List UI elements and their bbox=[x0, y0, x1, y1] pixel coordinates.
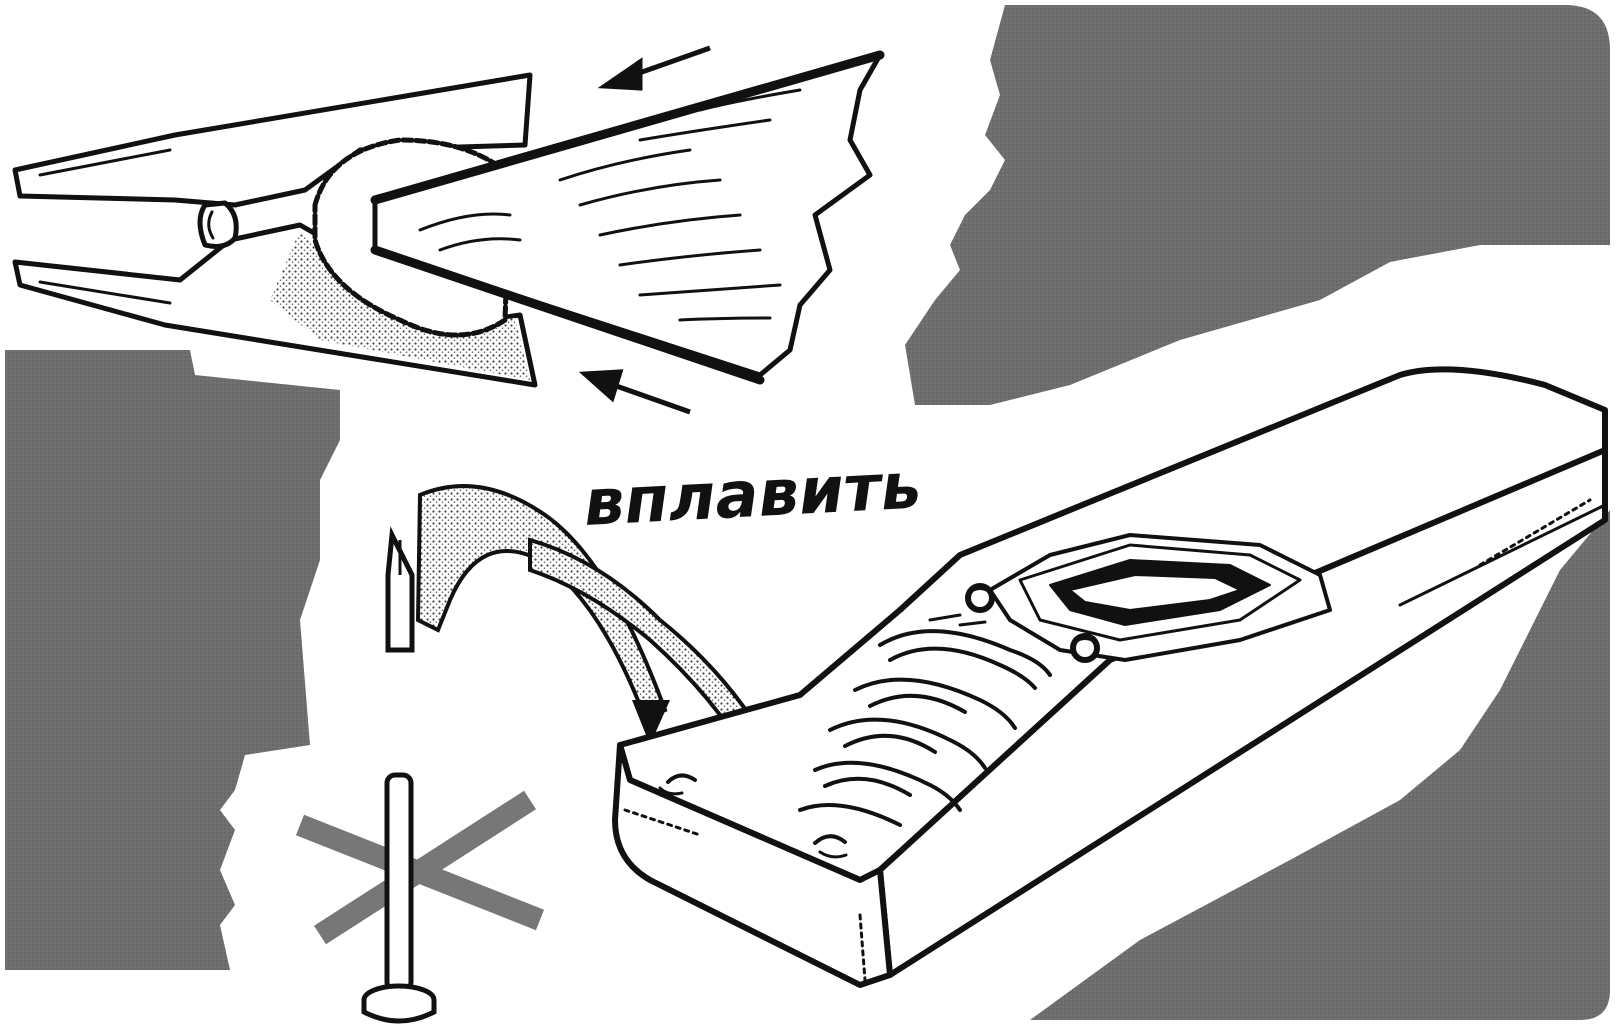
nail-icon bbox=[361, 772, 437, 1024]
gray-panel-left bbox=[5, 350, 340, 970]
direction-arrow-icon bbox=[578, 45, 711, 415]
wooden-board-icon bbox=[370, 50, 885, 385]
gray-panel-bottom-right bbox=[1030, 510, 1610, 1020]
pin-icon bbox=[385, 526, 415, 653]
figure-label: вплавить bbox=[582, 449, 923, 541]
cross-mark-icon bbox=[295, 790, 545, 945]
clothespin-body-icon bbox=[612, 366, 1608, 988]
gray-panel-top-right bbox=[905, 5, 1610, 405]
